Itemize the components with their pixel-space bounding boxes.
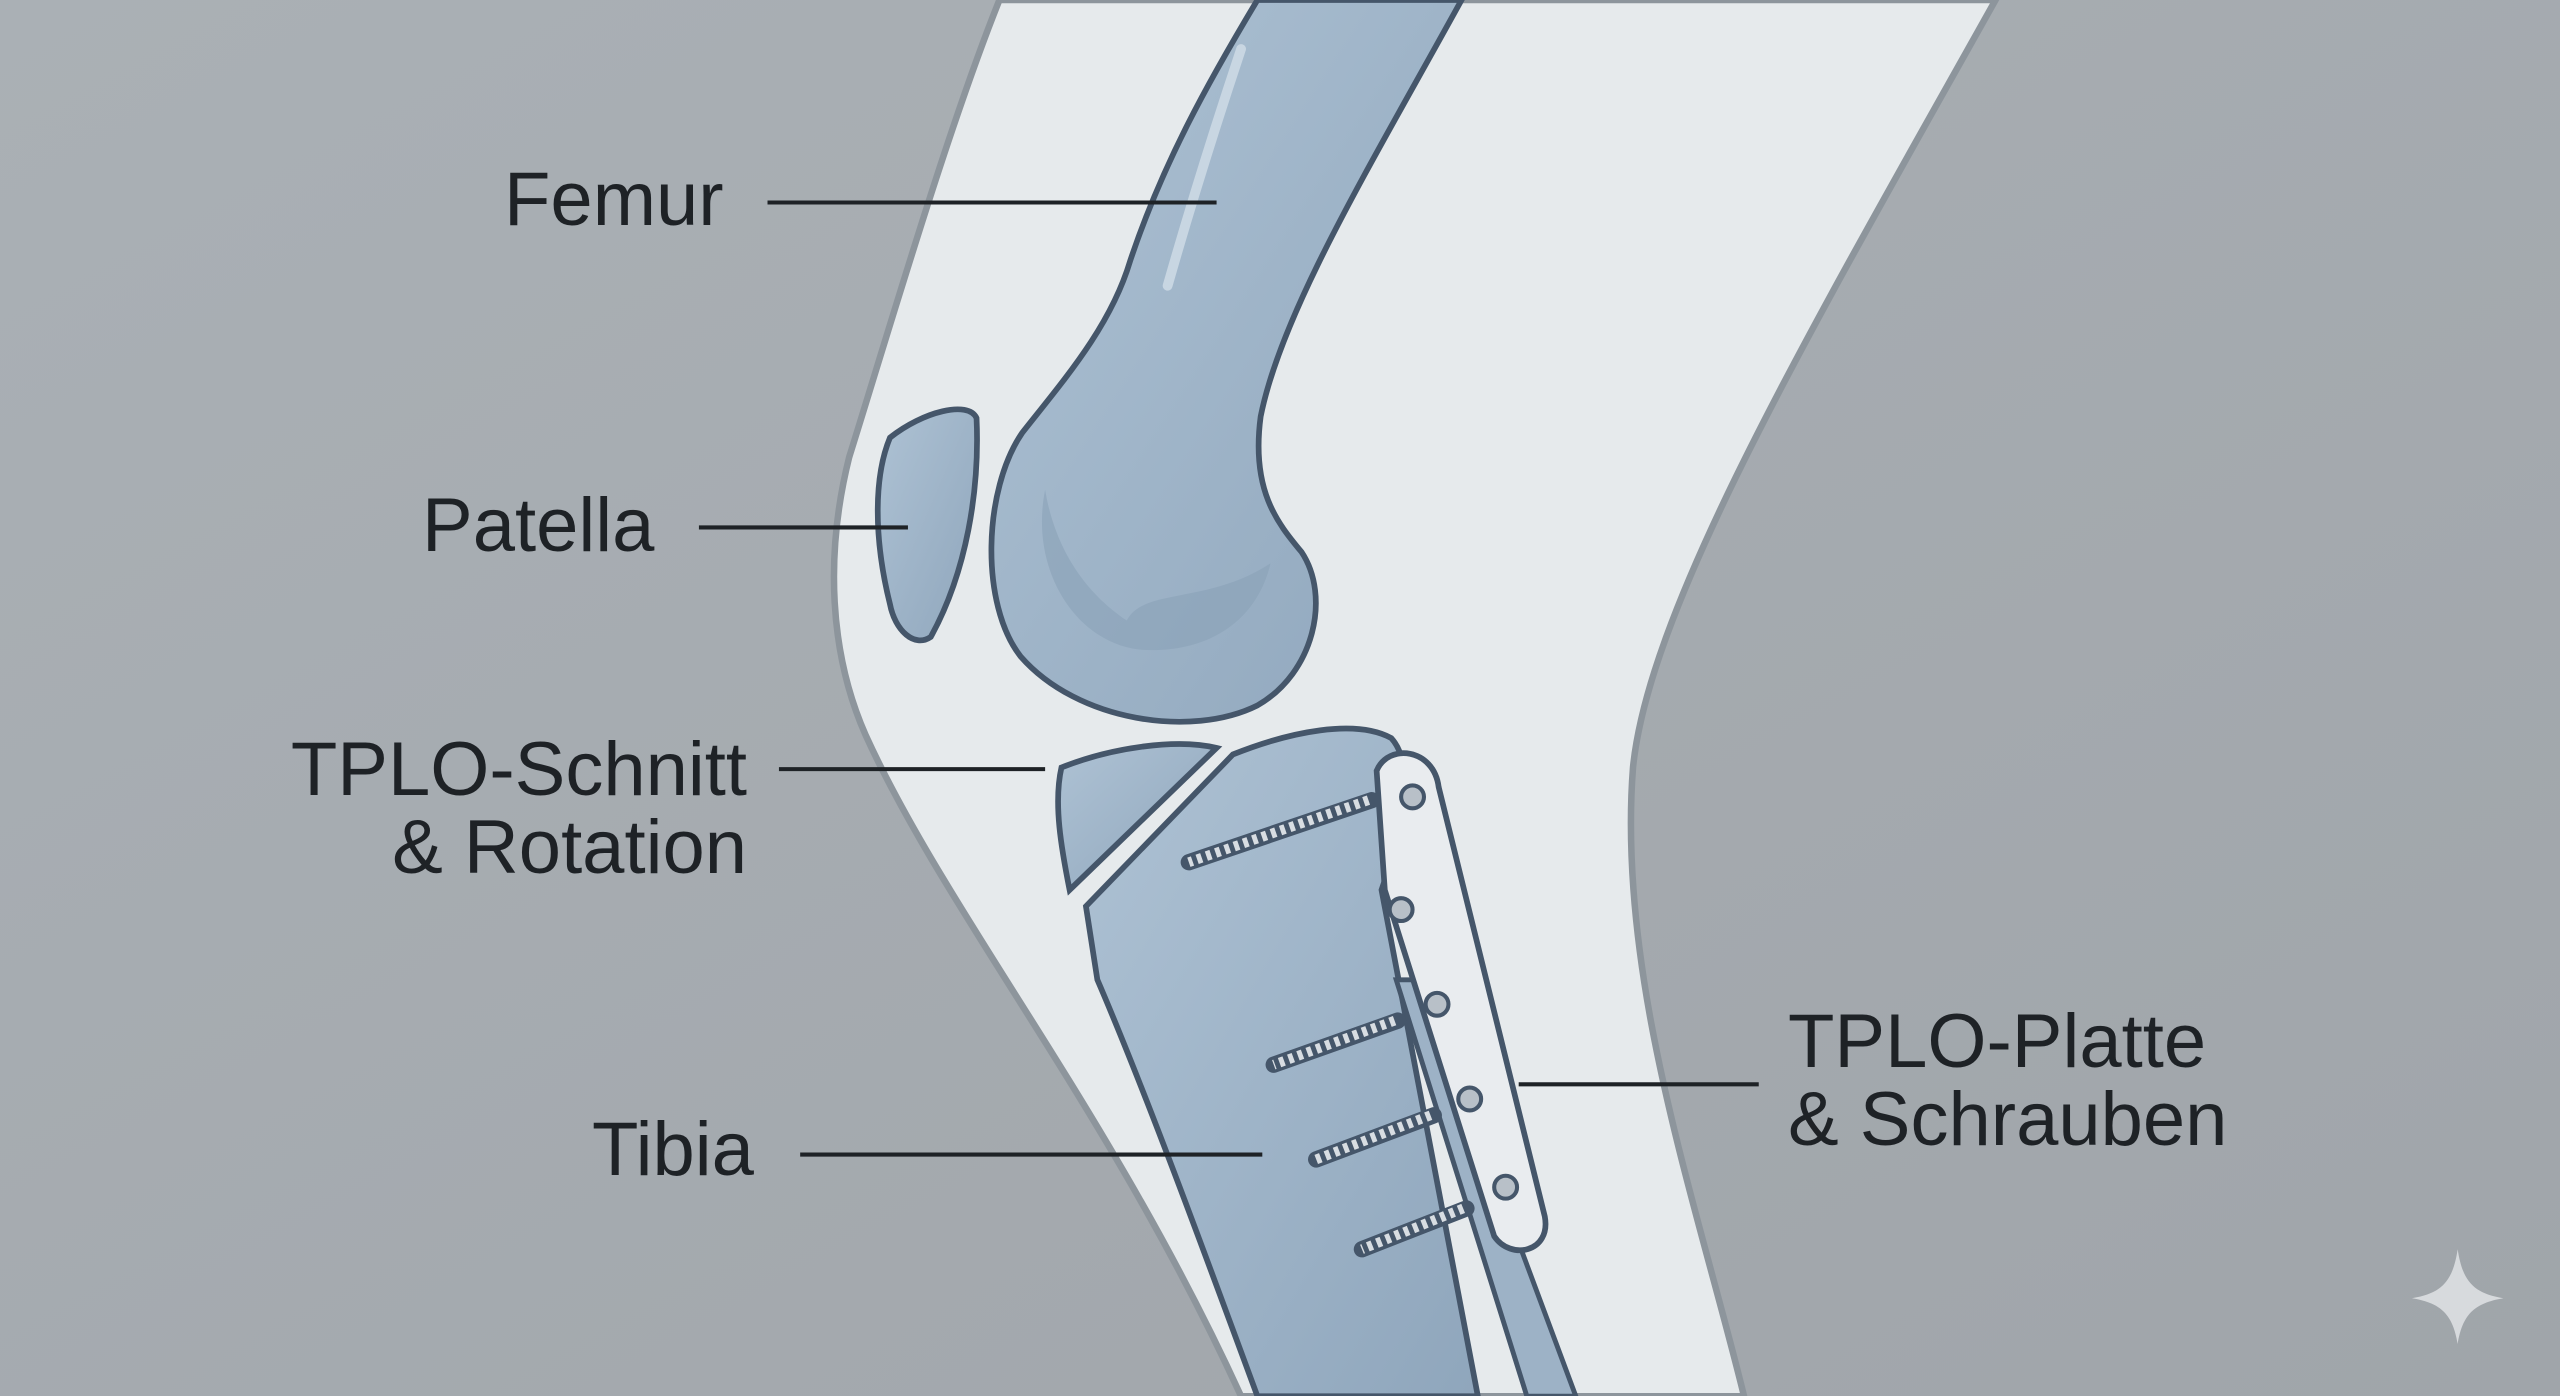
label-tplo-cut-line1: TPLO-Schnitt [290,727,747,812]
femur-condyle-shade [1041,489,1271,651]
label-tplo-plate-line2: & Schrauben [1788,1077,2228,1162]
label-tibia: Tibia [592,1107,754,1192]
tplo-plate [1373,750,1549,1254]
femur [988,0,1465,725]
label-patella: Patella [422,483,655,568]
label-tplo-cut-line2: & Rotation [392,805,747,890]
leader-lines [698,200,1759,1157]
screw-threads [1187,795,1466,1254]
tibia-plateau-fragment [1055,741,1223,896]
label-femur: Femur [504,157,724,242]
patella [874,406,980,644]
label-tplo-plate-line1: TPLO-Platte [1788,999,2207,1084]
plate-screw-holes [1387,783,1520,1201]
sparkle-icon [2411,1249,2504,1344]
femur-highlight [1162,44,1246,291]
